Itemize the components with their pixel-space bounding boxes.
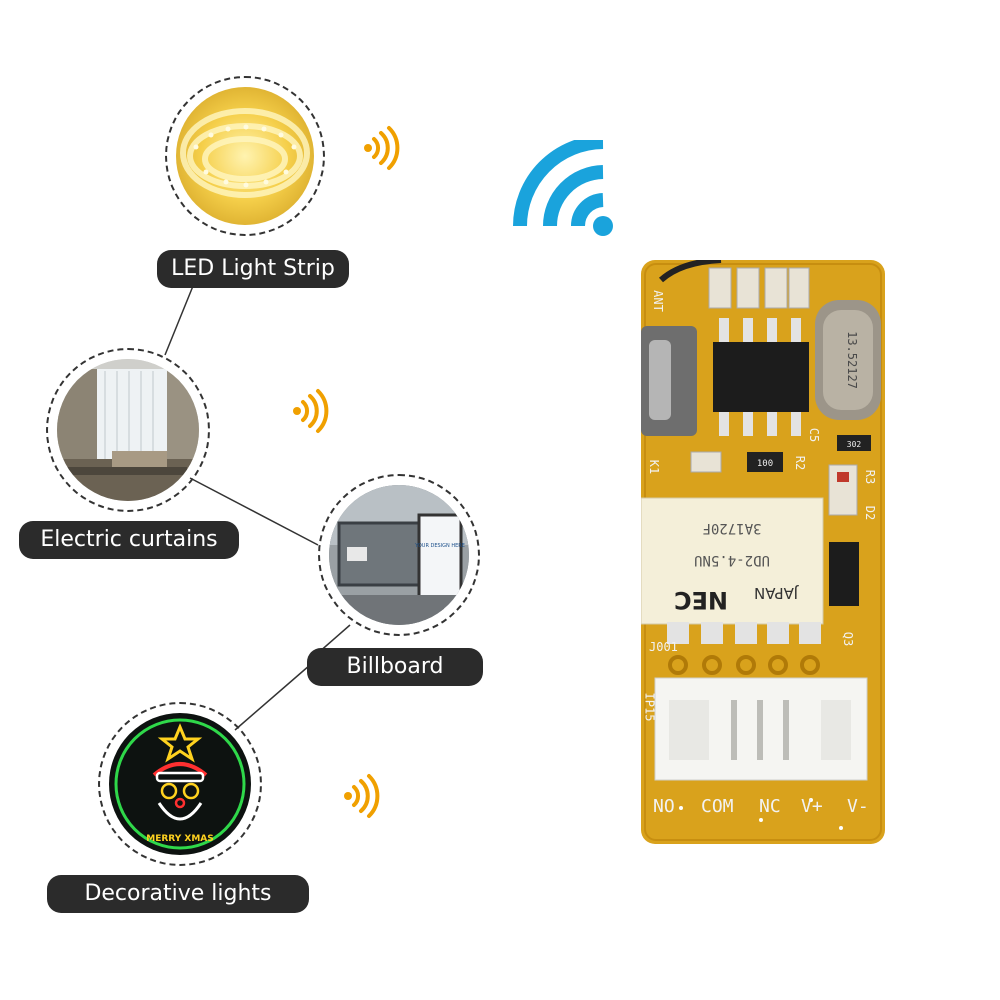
wifi-icon — [513, 140, 613, 236]
pin-label: V+ — [801, 796, 823, 817]
silk-q3: Q3 — [841, 631, 856, 647]
electric-curtains-label: Electric curtains — [19, 521, 239, 559]
silk-d2: D2 — [863, 505, 878, 521]
relay-origin: JAPAN — [754, 584, 799, 602]
pcb-drawing: 13.52127 100 302 3A1720F UD2-4.5NU JAPAN… — [641, 260, 885, 844]
billboard-label: Billboard — [307, 648, 483, 686]
led-light-strip-label: LED Light Strip — [157, 250, 349, 288]
billboard-circle: YOUR DESIGN HERE — [318, 474, 480, 636]
receiver-board: 13.52127 100 302 3A1720F UD2-4.5NU JAPAN… — [641, 260, 885, 844]
resistor-text: 302 — [847, 440, 862, 449]
pin-label: NO — [653, 796, 675, 817]
neon-text: MERRY XMAS — [146, 834, 213, 844]
signal-icon — [344, 774, 380, 818]
led-strip-image — [180, 108, 310, 198]
silk-r2: R2 — [793, 455, 808, 471]
crystal-text: 13.52127 — [845, 331, 859, 389]
silk-ant: ANT — [650, 290, 665, 312]
silk-k1: K1 — [647, 459, 662, 475]
curtains-image — [57, 359, 199, 501]
billboard-image: YOUR DESIGN HERE — [329, 485, 469, 625]
pin-labels: NO COM NC V+ V- — [653, 796, 883, 822]
relay-brand: NEC — [674, 586, 728, 614]
pin-label: NC — [759, 796, 781, 817]
signal-icon — [293, 389, 329, 433]
signal-icon — [364, 126, 400, 170]
decorative-lights-circle: MERRY XMAS — [98, 702, 262, 866]
pin-label: V- — [847, 796, 869, 817]
resistor-text: 100 — [757, 459, 773, 469]
curtains-circle — [46, 348, 210, 512]
decorative-lights-label: Decorative lights — [47, 875, 309, 913]
led-strip-circle — [165, 76, 325, 236]
silk-c5: C5 — [807, 427, 822, 443]
relay-code: 3A1720F — [702, 520, 761, 536]
neon-santa-image: MERRY XMAS — [114, 718, 246, 850]
silk-r3: R3 — [863, 469, 878, 485]
silk-jp: J001 — [649, 640, 678, 654]
silk-ip: IP15 — [642, 692, 657, 722]
pin-label: COM — [701, 796, 734, 817]
relay-model: UD2-4.5NU — [694, 552, 770, 568]
billboard-text: YOUR DESIGN HERE — [414, 543, 465, 549]
